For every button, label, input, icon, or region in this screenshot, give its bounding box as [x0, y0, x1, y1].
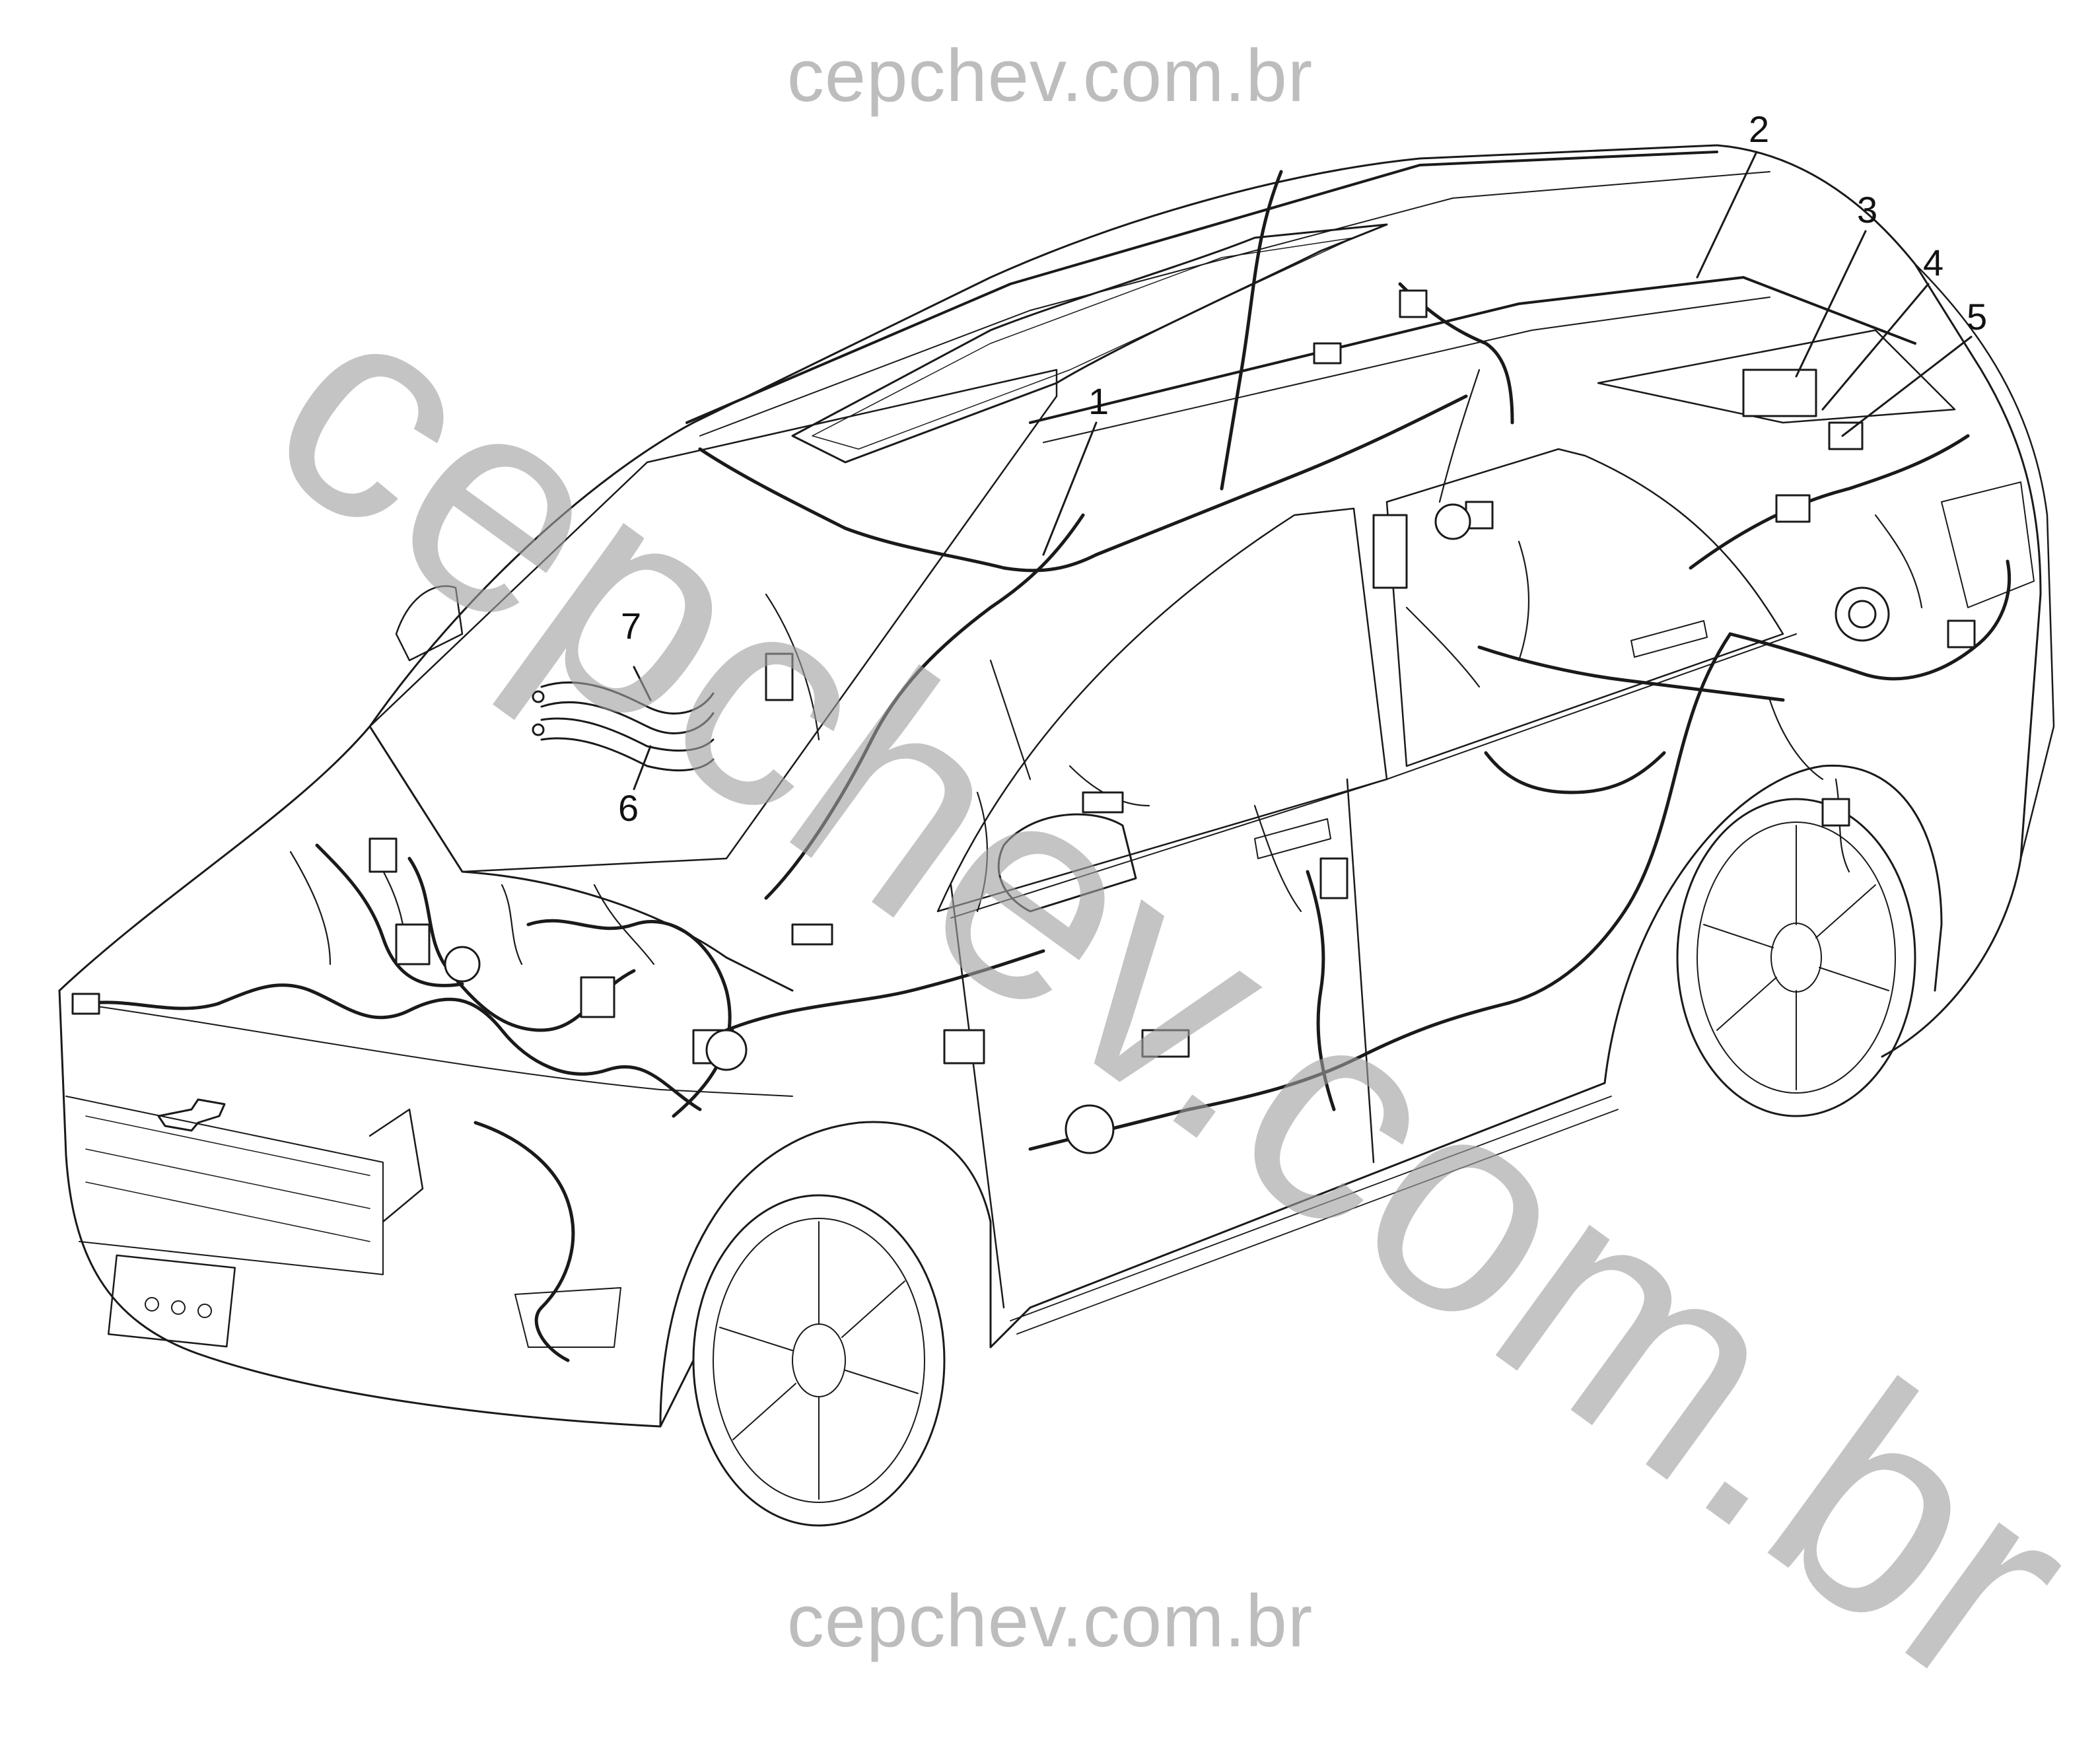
- callout-3: 3: [1857, 189, 1878, 230]
- callout-5: 5: [1967, 296, 1988, 337]
- diagram-stage: 1 2 3 4 5 6 7 cepchev.com.br cepchev.com…: [58, 34, 2100, 1752]
- secondary-wiring: [289, 368, 1923, 965]
- callout-leader-lines: [633, 151, 1973, 790]
- watermark-top: cepchev.com.br: [787, 34, 1313, 117]
- callout-2: 2: [1749, 108, 1770, 150]
- watermark-bottom: cepchev.com.br: [787, 1580, 1313, 1662]
- vehicle-wiring-illustration: [58, 144, 2055, 1527]
- callout-7: 7: [621, 605, 642, 647]
- connectors: [71, 289, 1976, 1154]
- vehicle-body-outline: [58, 144, 2055, 1527]
- callout-6: 6: [618, 787, 639, 829]
- callout-4: 4: [1923, 242, 1944, 283]
- callout-1: 1: [1088, 380, 1109, 422]
